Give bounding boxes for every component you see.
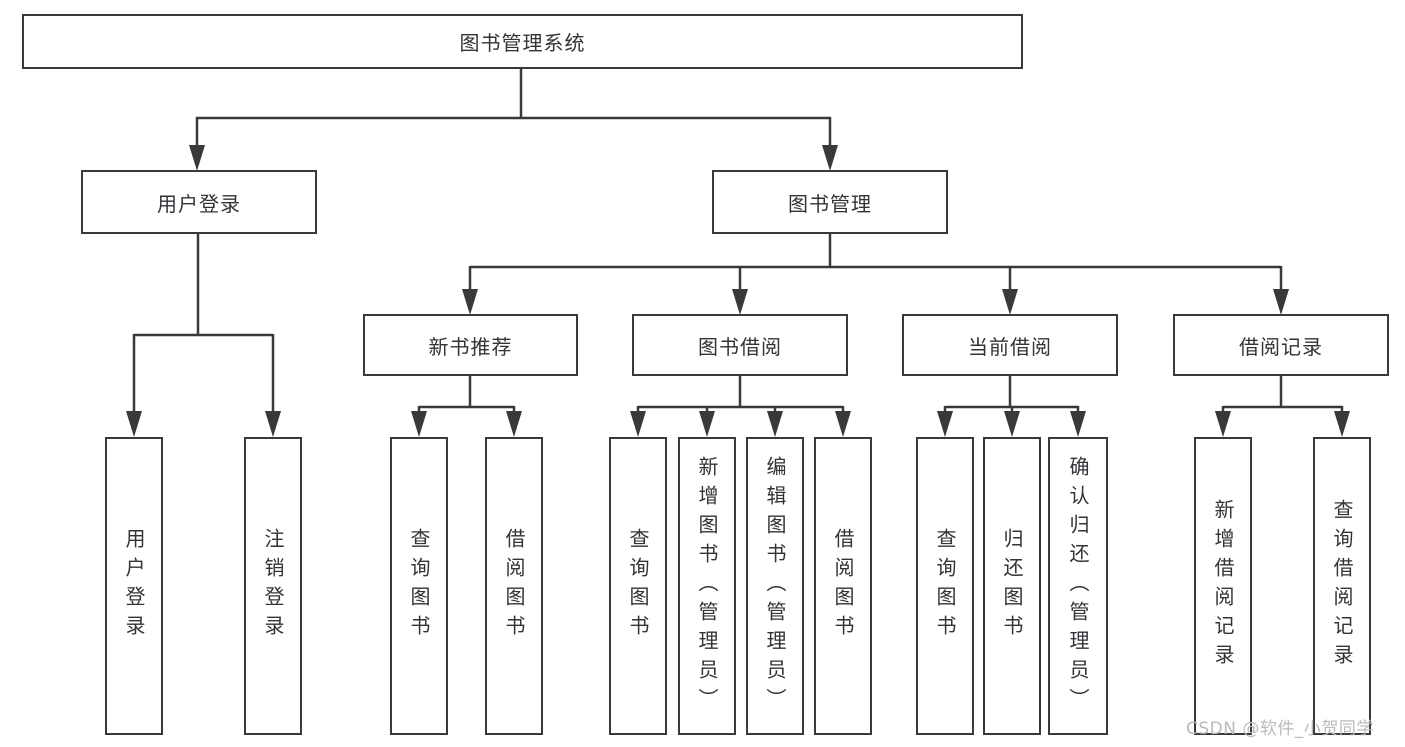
node-label: 查询借阅记录	[1330, 499, 1354, 673]
leaf-edit-book-admin: 编辑图书（管理员）	[746, 437, 804, 735]
node-label: 借阅记录	[1239, 334, 1323, 359]
leaf-query-book-current: 查询图书	[916, 437, 974, 735]
leaf-query-book-borrow: 查询图书	[609, 437, 667, 735]
node-label: 注销登录	[261, 528, 285, 644]
node-label: 查询图书	[407, 528, 431, 644]
node-book-borrow: 图书借阅	[632, 314, 848, 376]
leaf-add-book-admin: 新增图书（管理员）	[678, 437, 736, 735]
leaf-return-book: 归还图书	[983, 437, 1041, 735]
node-label: 图书借阅	[698, 334, 782, 359]
node-label: 借阅图书	[831, 528, 855, 644]
node-label: 图书管理	[788, 191, 872, 216]
node-new-book-recommend: 新书推荐	[363, 314, 578, 376]
leaf-add-borrow-record: 新增借阅记录	[1194, 437, 1252, 735]
leaf-borrow-book-recommend: 借阅图书	[485, 437, 543, 735]
leaf-borrow-book: 借阅图书	[814, 437, 872, 735]
node-label: 新书推荐	[428, 334, 513, 359]
leaf-logout-login: 注销登录	[244, 437, 302, 735]
csdn-watermark: CSDN @软件_小贺同学	[1186, 719, 1374, 739]
node-label: 新增借阅记录	[1211, 499, 1235, 673]
node-label: 借阅图书	[502, 528, 526, 644]
leaf-query-book-recommend: 查询图书	[390, 437, 448, 735]
node-user-login-group: 用户登录	[81, 170, 317, 234]
node-label: 编辑图书（管理员）	[763, 455, 787, 717]
node-current-borrow: 当前借阅	[902, 314, 1118, 376]
node-label: 查询图书	[626, 528, 650, 644]
node-label: 查询图书	[933, 528, 957, 644]
node-book-management-group: 图书管理	[712, 170, 948, 234]
node-label: 当前借阅	[968, 334, 1052, 359]
node-root-label: 图书管理系统	[459, 31, 586, 55]
node-label: 新增图书（管理员）	[695, 455, 719, 717]
arrowheads	[126, 145, 1350, 437]
node-label: 归还图书	[1000, 528, 1024, 644]
leaf-query-borrow-record: 查询借阅记录	[1313, 437, 1371, 735]
leaf-confirm-return-admin: 确认归还（管理员）	[1048, 437, 1108, 735]
node-label: 用户登录	[157, 191, 241, 216]
node-label: 用户登录	[122, 528, 146, 644]
node-borrow-record: 借阅记录	[1173, 314, 1389, 376]
node-label: 确认归还（管理员）	[1066, 455, 1090, 717]
leaf-user-login: 用户登录	[105, 437, 163, 735]
node-root-system: 图书管理系统	[22, 14, 1023, 69]
